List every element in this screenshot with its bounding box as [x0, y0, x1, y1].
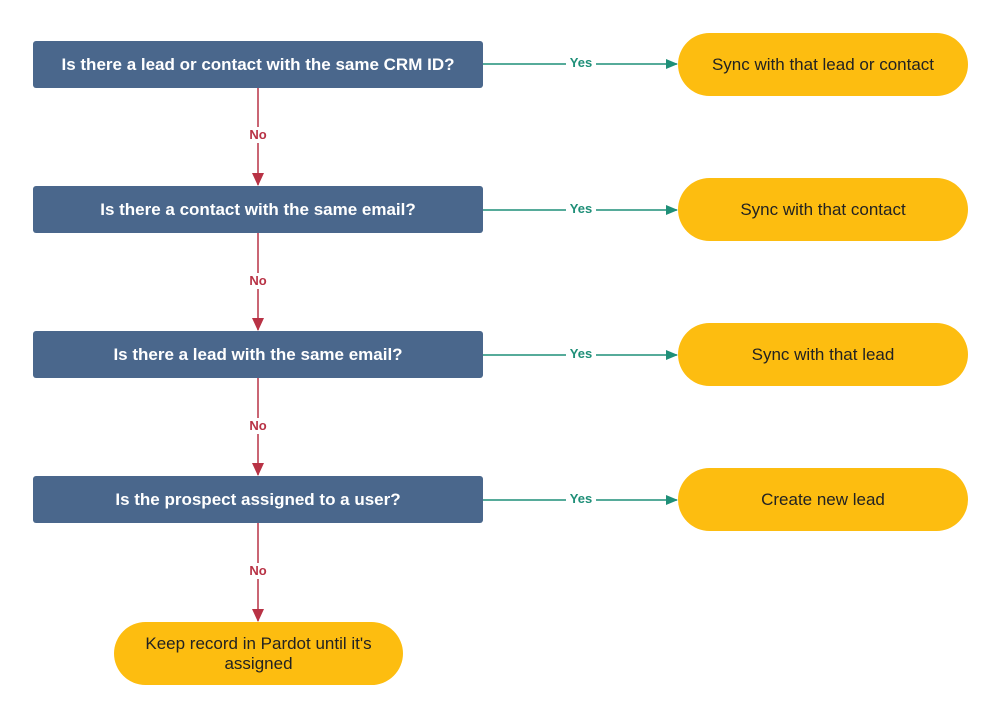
yes-label: Yes [570, 491, 592, 506]
outcome-text: Sync with that lead or contact [711, 54, 935, 74]
no-connector-2: No [244, 233, 272, 331]
yes-label: Yes [570, 201, 592, 216]
decision-crm-id: Is there a lead or contact with the same… [33, 41, 483, 88]
no-connector-4: No [244, 523, 272, 622]
yes-connector-4: Yes [483, 491, 678, 507]
outcome-sync-contact: Sync with that contact [678, 178, 968, 241]
yes-label: Yes [570, 346, 592, 361]
outcome-text: Sync with that contact [740, 199, 906, 219]
decision-text: Is the prospect assigned to a user? [115, 489, 401, 509]
yes-connector-3: Yes [483, 346, 678, 362]
decision-lead-email: Is there a lead with the same email? [33, 331, 483, 378]
no-label: No [249, 418, 266, 433]
decision-contact-email: Is there a contact with the same email? [33, 186, 483, 233]
outcome-keep-in-pardot: Keep record in Pardot until it's assigne… [114, 622, 403, 685]
decision-text: Is there a lead with the same email? [113, 344, 403, 364]
decision-prospect-assigned: Is the prospect assigned to a user? [33, 476, 483, 523]
no-label: No [249, 563, 266, 578]
no-label: No [249, 127, 266, 142]
decision-text: Is there a lead or contact with the same… [61, 54, 455, 74]
outcome-text: Sync with that lead [751, 344, 895, 364]
no-connector-1: No [244, 88, 272, 186]
yes-connector-1: Yes [483, 55, 678, 71]
outcome-create-new-lead: Create new lead [678, 468, 968, 531]
outcome-text: Keep record in Pardot until it's assigne… [145, 633, 372, 673]
no-connector-3: No [244, 378, 272, 476]
yes-label: Yes [570, 55, 592, 70]
outcome-text: Create new lead [761, 489, 885, 509]
decision-text: Is there a contact with the same email? [100, 199, 416, 219]
outcome-sync-lead-or-contact: Sync with that lead or contact [678, 33, 968, 96]
outcome-sync-lead: Sync with that lead [678, 323, 968, 386]
no-label: No [249, 273, 266, 288]
yes-connector-2: Yes [483, 201, 678, 217]
